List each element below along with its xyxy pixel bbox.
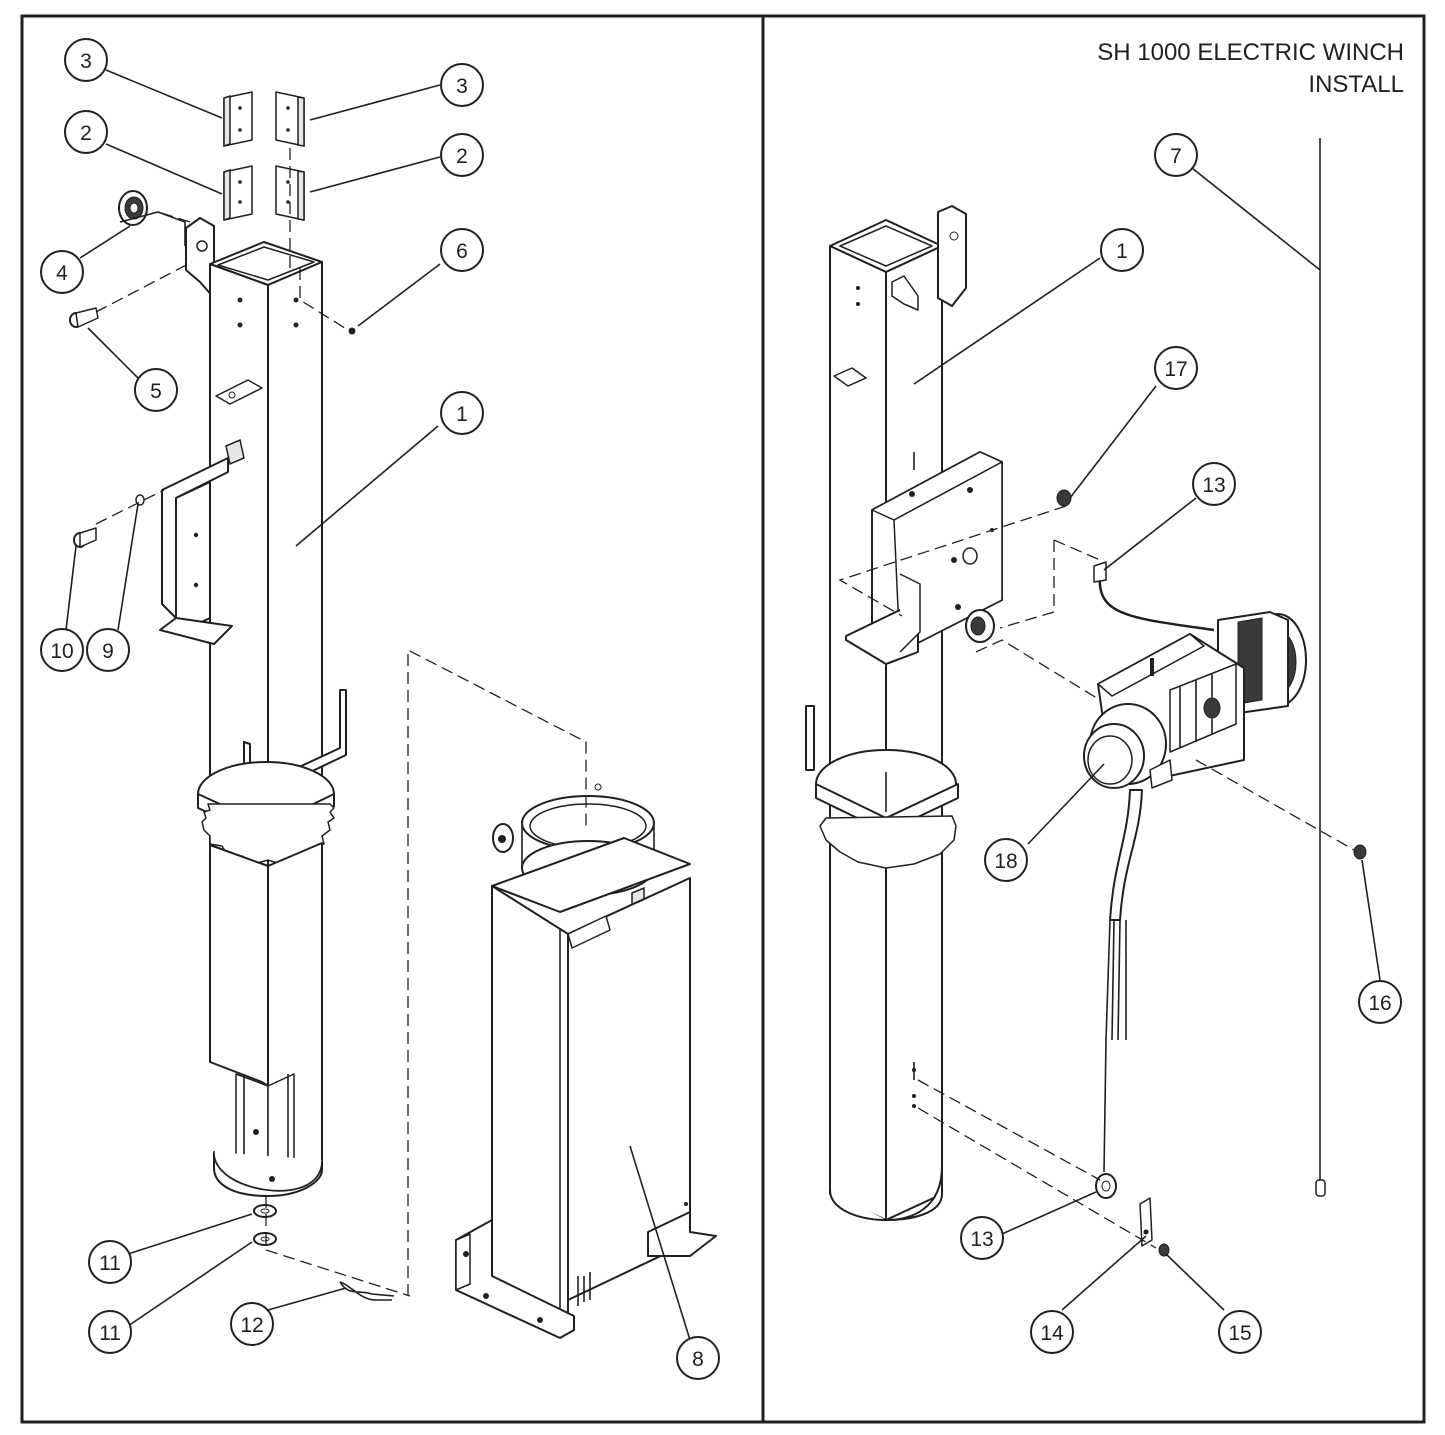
callout-9: 9 (86, 628, 130, 672)
svg-text:11: 11 (99, 1322, 121, 1345)
svg-text:2: 2 (80, 122, 92, 145)
callout-13-upper: 13 (1192, 462, 1236, 506)
mast-part-1-right (805, 205, 1003, 1221)
screw-part-15 (1158, 1243, 1170, 1257)
callout-4: 4 (40, 250, 84, 294)
left-assembly-lines (95, 148, 587, 1297)
cable-part-7 (1315, 138, 1326, 1197)
bolt-part-10 (73, 527, 97, 548)
svg-text:1: 1 (1116, 240, 1128, 263)
pad-part-3-left (223, 91, 253, 148)
callout-1-right: 1 (1100, 228, 1144, 272)
svg-text:3: 3 (80, 50, 92, 73)
drawing-frame (20, 14, 1426, 1424)
callout-10: 10 (40, 628, 84, 672)
pad-part-3-right (275, 91, 305, 147)
callout-15: 15 (1218, 1310, 1262, 1354)
callout-6: 6 (440, 228, 484, 272)
callout-16: 16 (1358, 980, 1402, 1024)
left-leader-lines (65, 69, 691, 1341)
callout-5: 5 (134, 368, 178, 412)
svg-text:13: 13 (970, 1228, 993, 1251)
svg-text:4: 4 (56, 262, 68, 285)
pin-part-5 (69, 307, 99, 328)
callout-11-upper: 11 (88, 1240, 132, 1284)
svg-text:13: 13 (1202, 474, 1225, 497)
washer-part-11-upper (253, 1204, 277, 1218)
pulley-part-4 (118, 190, 186, 246)
right-leader-lines (913, 167, 1381, 1311)
callout-11-lower: 11 (88, 1310, 132, 1354)
svg-text:9: 9 (102, 640, 114, 663)
svg-text:2: 2 (456, 145, 468, 168)
svg-text:15: 15 (1228, 1322, 1251, 1345)
bolt-part-17 (1056, 489, 1072, 507)
bracket-part-14 (1139, 1197, 1153, 1247)
svg-text:18: 18 (994, 850, 1017, 873)
callout-7: 7 (1154, 133, 1198, 177)
callout-13-lower: 13 (960, 1216, 1004, 1260)
callout-14: 14 (1030, 1310, 1074, 1354)
callout-1-left: 1 (440, 391, 484, 435)
terminal-part-13-lower (1095, 1173, 1117, 1199)
callout-18: 18 (984, 838, 1028, 882)
callout-3-top-right: 3 (440, 63, 484, 107)
svg-text:5: 5 (150, 380, 162, 403)
callout-2-right: 2 (440, 133, 484, 177)
right-panel-assembled-view (805, 138, 1381, 1311)
callout-17: 17 (1154, 346, 1198, 390)
svg-text:16: 16 (1368, 992, 1391, 1015)
title-line-1: SH 1000 ELECTRIC WINCH (1097, 39, 1404, 66)
svg-text:10: 10 (50, 640, 73, 663)
mast-part-1-left (159, 217, 347, 1197)
callout-3-top-left: 3 (64, 38, 108, 82)
right-assembly-lines (838, 505, 1355, 1249)
svg-text:17: 17 (1164, 358, 1187, 381)
callout-2-left: 2 (64, 110, 108, 154)
svg-text:7: 7 (1170, 145, 1182, 168)
svg-text:8: 8 (692, 1348, 704, 1371)
screw-part-6 (348, 327, 356, 335)
svg-text:1: 1 (456, 403, 468, 426)
svg-text:6: 6 (456, 240, 468, 263)
screw-part-16 (1353, 844, 1367, 860)
svg-text:12: 12 (240, 1314, 263, 1337)
washer-part-11-lower (253, 1232, 277, 1246)
svg-text:3: 3 (456, 75, 468, 98)
svg-text:14: 14 (1040, 1322, 1064, 1345)
left-panel-exploded-view (65, 69, 717, 1341)
title-line-2: INSTALL (1308, 71, 1404, 98)
pad-part-2-left (223, 165, 253, 222)
base-socket-part-8 (455, 783, 717, 1339)
svg-text:11: 11 (99, 1252, 121, 1275)
callout-8: 8 (676, 1336, 720, 1380)
callout-12: 12 (230, 1302, 274, 1346)
hair-pin-clip-part-12 (339, 1281, 395, 1301)
winch-part-18 (1083, 561, 1307, 1173)
